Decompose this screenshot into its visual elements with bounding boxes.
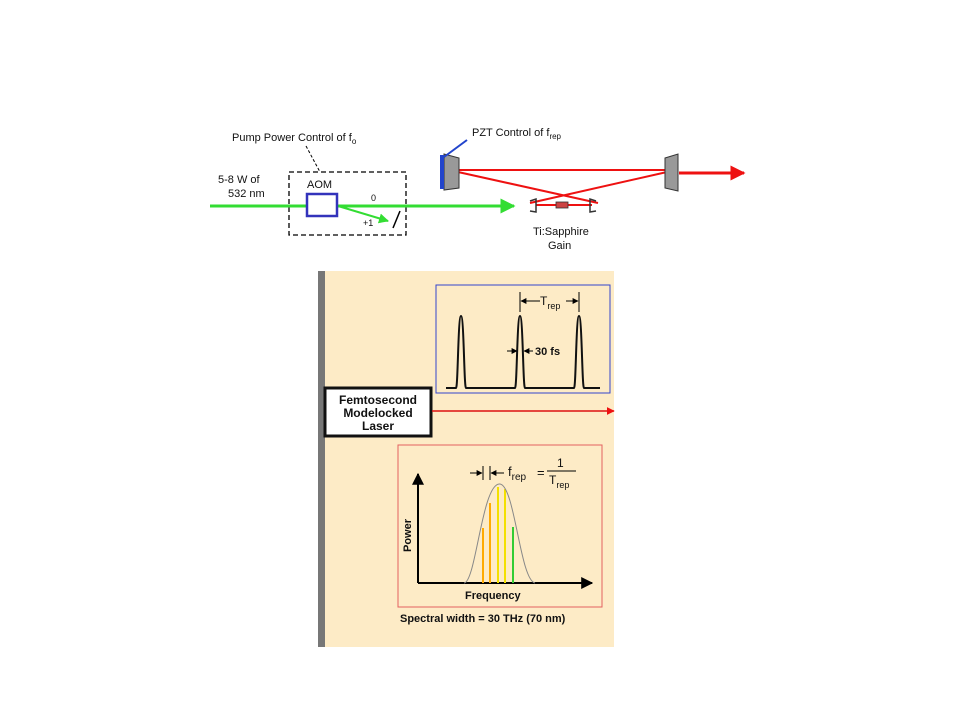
trep-label: Trep [540,294,560,311]
top-cavity-schematic: Pump Power Control of fo 5-8 W of 532 nm… [210,127,746,252]
beam-block [392,210,401,229]
pump-source-line2: 532 nm [228,188,265,200]
frequency-axis-label: Frequency [465,590,522,602]
frep-equals: = [537,465,545,480]
curved-mirror-left [529,197,537,213]
spectral-width-label: Spectral width = 30 THz (70 nm) [400,613,566,625]
pump-power-pointer [305,145,321,173]
cavity-beam-diagonal-2 [529,171,668,204]
output-coupler-mirror [664,153,679,192]
ti-sapphire-crystal [555,201,569,209]
frep-numerator: 1 [557,456,564,470]
laser-label-line1: Femtosecond [339,393,417,407]
curved-mirror-right [589,197,597,213]
pump-control-dashed-box [288,171,407,236]
spectral-envelope [463,483,536,584]
laser-box [323,386,433,438]
first-order-beam [337,205,389,224]
pzt-mirror [443,153,460,191]
plus-one-order-label: +1 [363,218,373,228]
gain-label-line1: Ti:Sapphire [533,226,589,238]
pzt-actuator [440,155,444,189]
cavity-beam-diagonal-1 [457,171,599,204]
pump-power-label: Pump Power Control of fo [232,132,357,146]
frep-denominator: Trep [549,473,569,490]
aom-box [305,192,339,218]
pump-source-line1: 5-8 W of [218,174,261,186]
aom-label: AOM [307,179,332,191]
laser-label-line2: Modelocked [343,406,412,420]
power-axis-label: Power [402,518,414,552]
frep-label: frep [508,464,527,483]
pulse-train [446,314,600,389]
pulse-width-label: 30 fs [535,346,560,358]
zero-order-label: 0 [371,193,376,203]
panel-sidebar [318,271,325,647]
laser-label-line3: Laser [362,419,394,433]
frequency-domain-inset [397,444,603,608]
pzt-pointer [443,139,468,158]
gain-label-line2: Gain [548,240,571,252]
pzt-label: PZT Control of frep [472,127,562,141]
bottom-frequency-comb-panel: Femtosecond Modelocked Laser Trep 30 fs … [318,271,615,647]
